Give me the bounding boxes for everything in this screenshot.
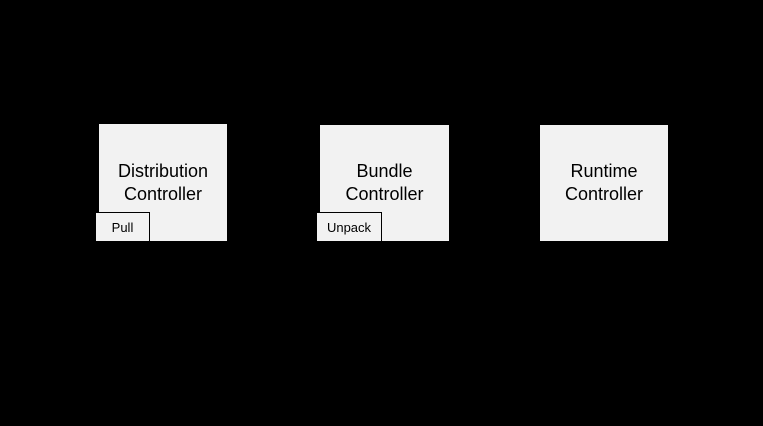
node-label: Distribution Controller: [118, 160, 208, 206]
node-label-line1: Runtime: [570, 161, 638, 181]
node-label-line2: Controller: [564, 184, 644, 204]
node-label: Bundle Controller: [345, 160, 423, 206]
node-label-line1: Bundle: [356, 161, 413, 181]
node-label-line2: Controller: [123, 183, 202, 204]
node-label-line1: Distribution: [117, 160, 209, 181]
subnode-unpack: Unpack: [316, 212, 382, 242]
subnode-unpack-label: Unpack: [326, 219, 372, 235]
node-label: Runtime Controller: [565, 160, 643, 206]
subnode-pull-label: Pull: [111, 219, 134, 235]
node-label-line2: Controller: [345, 184, 424, 204]
node-runtime-controller: Runtime Controller: [539, 124, 669, 242]
subnode-pull: Pull: [95, 212, 150, 242]
